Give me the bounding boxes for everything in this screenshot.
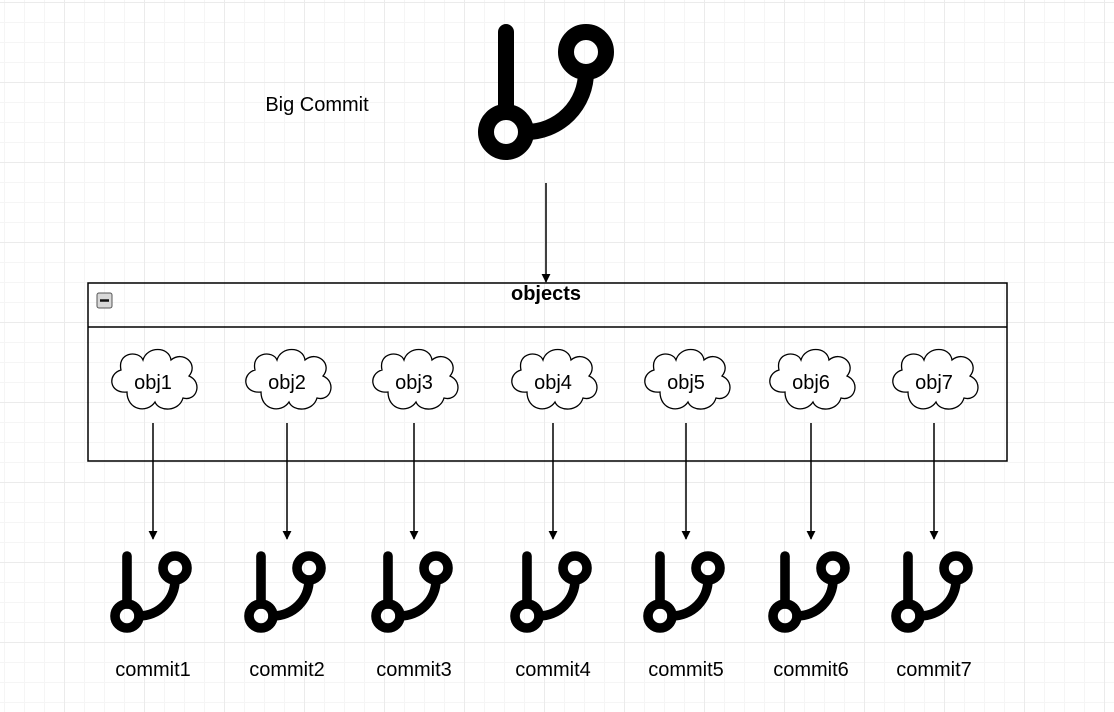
object-4-label: obj4 xyxy=(534,372,572,394)
object-6-label: obj6 xyxy=(792,372,830,394)
commit-6-git-branch-icon xyxy=(773,556,845,628)
object-5[interactable]: obj5 xyxy=(644,348,731,410)
commit-6-label: commit6 xyxy=(773,659,849,681)
object-3[interactable]: obj3 xyxy=(372,348,459,410)
commit-7-label: commit7 xyxy=(896,659,972,681)
object-3-cloud-shape xyxy=(372,348,459,410)
objects-container-title: objects xyxy=(511,283,581,305)
object-7-label: obj7 xyxy=(915,372,953,394)
commit-7-git-branch-icon xyxy=(896,556,968,628)
objects-container[interactable]: objects xyxy=(87,282,1008,462)
object-6[interactable]: obj6 xyxy=(769,348,856,410)
object-2-label: obj2 xyxy=(268,372,306,394)
big-commit-git-branch-icon xyxy=(486,32,606,152)
minus-square-icon[interactable] xyxy=(96,292,113,309)
object-4-cloud-shape xyxy=(511,348,598,410)
object-commit-columns: obj1 commit1 obj2 commit2 obj3 commit3 obj4 com… xyxy=(111,348,979,681)
commit-1-git-branch-icon xyxy=(115,556,187,628)
commit-4-label: commit4 xyxy=(515,659,591,681)
commit-2-git-branch-icon xyxy=(249,556,321,628)
object-3-label: obj3 xyxy=(395,372,433,394)
object-1-label: obj1 xyxy=(134,372,172,394)
object-6-cloud-shape xyxy=(769,348,856,410)
objects-container-frame xyxy=(87,282,1008,462)
commit-1-label: commit1 xyxy=(115,659,191,681)
object-5-cloud-shape xyxy=(644,348,731,410)
big-commit-label: Big Commit xyxy=(265,94,369,116)
object-1-cloud-shape xyxy=(111,348,198,410)
commit-5-git-branch-icon xyxy=(648,556,720,628)
object-5-label: obj5 xyxy=(667,372,705,394)
commit-3-label: commit3 xyxy=(376,659,452,681)
object-4[interactable]: obj4 xyxy=(511,348,598,410)
commit-5-label: commit5 xyxy=(648,659,724,681)
commit-4-git-branch-icon xyxy=(515,556,587,628)
commit-2-label: commit2 xyxy=(249,659,325,681)
object-2[interactable]: obj2 xyxy=(245,348,332,410)
object-1[interactable]: obj1 xyxy=(111,348,198,410)
object-7-cloud-shape xyxy=(892,348,979,410)
object-7[interactable]: obj7 xyxy=(892,348,979,410)
commit-3-git-branch-icon xyxy=(376,556,448,628)
object-2-cloud-shape xyxy=(245,348,332,410)
